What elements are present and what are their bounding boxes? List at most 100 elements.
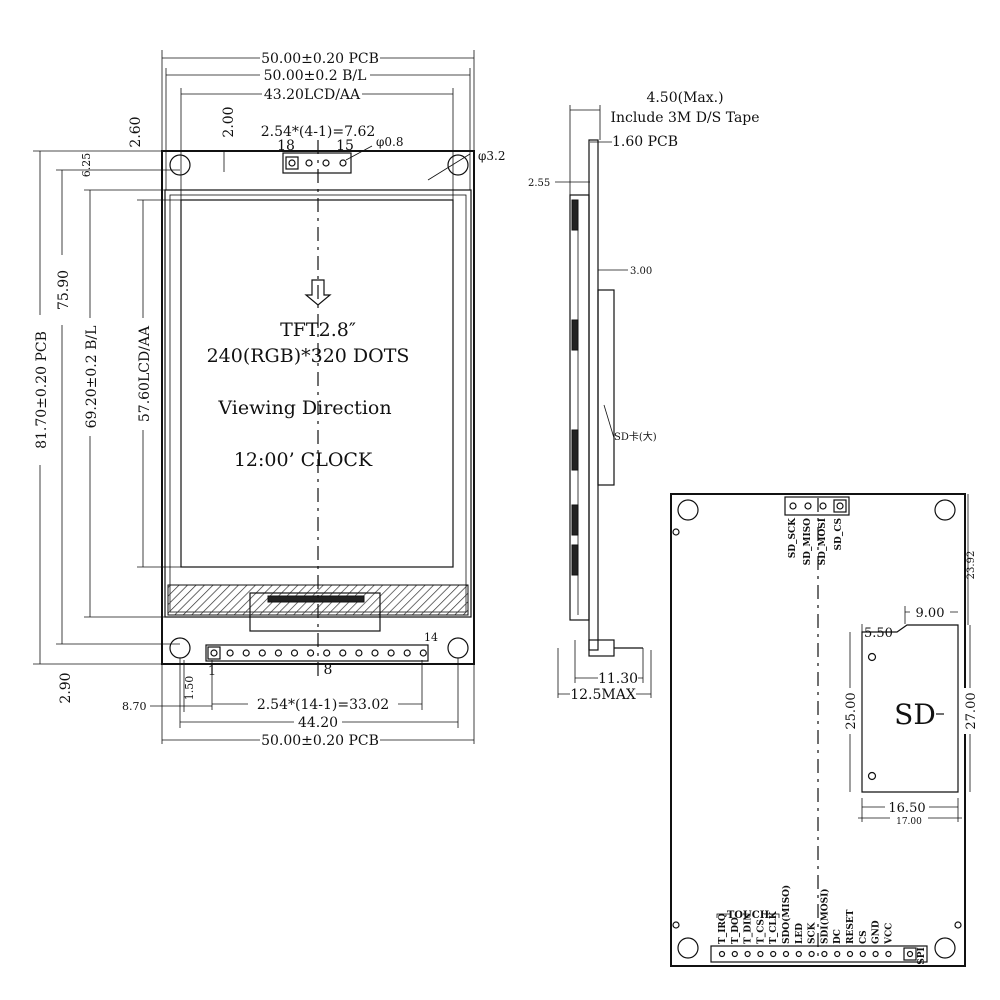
dim-lcd-aa-width: 43.20LCD/AA (264, 87, 361, 103)
back-pin-dot (744, 950, 751, 958)
side-tape-note: Include 3M D/S Tape (610, 110, 759, 126)
pin-dot (355, 649, 363, 657)
dim-bottom-margin: 2.90 (58, 672, 74, 703)
screen-text-viewing: Viewing Direction (217, 397, 391, 419)
screen-text-resolution: 240(RGB)*320 DOTS (207, 345, 410, 367)
back-mounting-hole-icon (672, 499, 962, 959)
dim-pcb-height: 81.70±0.20 PCB (34, 331, 50, 449)
bottom-pin-header (205, 644, 429, 662)
back-pin-dot (770, 950, 777, 958)
pin-dot (419, 649, 427, 657)
back-pin-dot (718, 950, 726, 958)
back-pin-label: SDI(MOSI) (819, 888, 830, 944)
back-pin-dot (885, 950, 892, 958)
side-sd-note: SD卡(大) (614, 430, 657, 443)
side-dim-1130: 11.30 (598, 671, 638, 687)
dim-pitch-top: 2.54*(4-1)=7.62 (261, 124, 376, 140)
spi-label: SPI (917, 947, 927, 964)
dim-top-margin: 2.60 (128, 116, 144, 147)
back-pin-dot (821, 950, 828, 958)
back-pin-dot (906, 950, 914, 958)
pin-label-14: 14 (424, 631, 438, 644)
pin-label-18: 18 (277, 138, 295, 154)
dim-bl-width: 50.00±0.2 B/L (264, 68, 367, 84)
dim-height-75: 75.90 (56, 270, 72, 310)
side-max-thickness: 4.50(Max.) (646, 90, 723, 106)
pin-dots-bottom (210, 649, 427, 657)
back-sd-header (784, 496, 850, 516)
pin-dot (403, 649, 411, 657)
screen-text-clock: 12:00’ CLOCK (234, 449, 373, 471)
back-pin-label: RESET (846, 909, 856, 944)
back-pin-dots (718, 950, 914, 958)
back-pin-label: VCC (884, 923, 894, 945)
back-dim-1700: 17.00 (896, 817, 922, 827)
back-dim-2700: 27.00 (964, 692, 979, 729)
back-pin-dot (731, 950, 738, 958)
back-pin-label: DC (833, 929, 843, 944)
top-pin-header (282, 152, 352, 174)
back-pin-dot (846, 950, 854, 958)
pin-dot (226, 649, 234, 657)
touch-group-label: TOUCH (727, 910, 769, 921)
side-dim-300: 3.00 (630, 266, 652, 277)
pin-label-8: 8 (324, 662, 333, 678)
dim-pin-height: 1.50 (183, 676, 196, 701)
back-dim-2500: 25.00 (844, 692, 859, 729)
pin-dot (307, 649, 315, 657)
pin-dot (210, 649, 218, 657)
back-pin-label: SDO(MISO) (781, 885, 792, 944)
back-pin-label: SCK (808, 921, 818, 944)
dim-edge-6: 6.25 (80, 153, 93, 178)
pin-dot (290, 649, 299, 657)
back-pin-label: T_DO (731, 917, 741, 944)
dim-bl-height: 69.20±0.2 B/L (84, 326, 100, 429)
sd-card-outline (861, 624, 959, 793)
pin-dot (274, 649, 282, 657)
pin-dot (242, 649, 250, 657)
side-pcb (588, 139, 599, 651)
side-dim-125: 12.5MAX (570, 687, 636, 703)
back-pin-dot (782, 950, 790, 958)
lcd-active-area (180, 199, 454, 568)
dim-pcb-width-top: 50.00±0.20 PCB (261, 51, 379, 67)
pin-dot (339, 649, 347, 657)
back-dim-900: 9.00 (916, 606, 945, 621)
pin-dot (323, 649, 331, 657)
pin-label-15: 15 (336, 138, 354, 154)
dim-holes-span: 44.20 (298, 715, 338, 731)
dim-hole-small: φ0.8 (376, 135, 404, 149)
dim-hole-mount: φ3.2 (478, 149, 506, 163)
side-view: 4.50(Max.) Include 3M D/S Tape 1.60 PCB … (528, 90, 760, 703)
back-pin-label: T_CLK (769, 910, 779, 944)
dim-pin1-offset: 8.70 (122, 700, 147, 713)
side-lcd-body (569, 194, 590, 621)
back-dim-1650: 16.50 (888, 801, 925, 816)
back-pin-label: T_DIN (744, 913, 754, 944)
sd-card-label: SD (894, 698, 936, 731)
sd-pin-label: SD_MOSI (818, 518, 828, 565)
dim-pcb-width-bottom: 50.00±0.20 PCB (261, 733, 379, 749)
back-bottom-header (710, 945, 928, 963)
pin-dots-top (288, 159, 347, 167)
back-pin-label: GND (872, 920, 882, 944)
dim-pitch-bottom: 2.54*(14-1)=33.02 (257, 697, 389, 713)
dim-pin-offset: 2.00 (221, 106, 237, 137)
back-pin-label: T_IRQ (718, 913, 728, 944)
screen-text-model: TFT2.8″ (280, 319, 356, 341)
back-dim-2392: 23.92 (966, 551, 977, 580)
back-pin-dot (872, 950, 879, 958)
side-pcb-thickness: 1.60 PCB (612, 134, 678, 150)
side-dim-255: 2.55 (528, 178, 550, 189)
back-pin-label: LED (795, 923, 805, 944)
viewing-direction-arrow-icon (304, 279, 332, 306)
sd-pin-label: SD_CS (834, 518, 844, 550)
side-sd-slot (597, 289, 615, 486)
back-pin-dot (834, 950, 841, 958)
back-pin-label: T_CS (756, 919, 766, 944)
front-view: TFT2.8″ 240(RGB)*320 DOTS Viewing Direct… (30, 50, 506, 749)
